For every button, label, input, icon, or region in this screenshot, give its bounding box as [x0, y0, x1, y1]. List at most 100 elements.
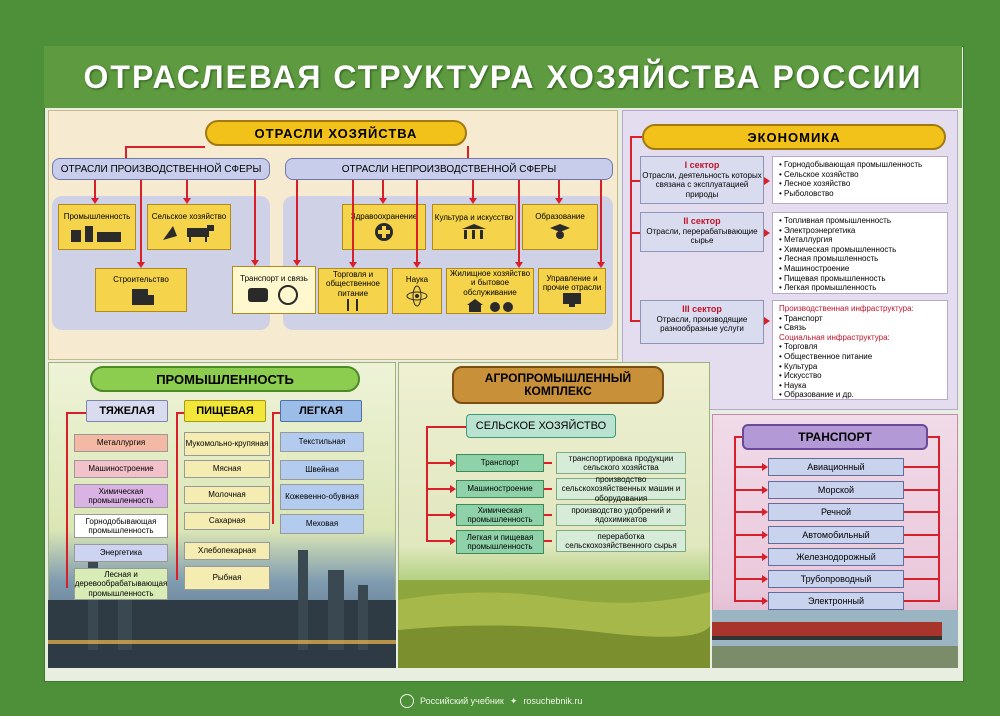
sector-2-item: • Топливная промышленность	[779, 216, 892, 225]
agro-header-text: АГРОПРОМЫШЛЕННЫЙ КОМПЛЕКС	[484, 370, 632, 398]
branch-construction: Строительство	[95, 268, 187, 312]
light-header: ЛЕГКАЯ	[280, 400, 362, 422]
sector-2-item: • Электроэнергетика	[779, 225, 856, 235]
graduate-icon	[550, 223, 570, 239]
food-item: Сахарная	[184, 512, 270, 530]
agro-row-left: Транспорт	[456, 454, 544, 472]
cutlery-icon	[347, 298, 358, 311]
sector-3-item: • Транспорт	[779, 313, 823, 323]
transport-item: Железнодорожный	[768, 548, 904, 566]
plus-icon	[375, 222, 393, 241]
food-item: Мясная	[184, 460, 270, 478]
branch-science: Наука	[392, 268, 442, 314]
theatre-icon	[462, 223, 486, 239]
transport-item: Автомобильный	[768, 526, 904, 544]
sector-1-item: • Рыболовство	[779, 188, 834, 198]
light-header-text: ЛЕГКАЯ	[299, 405, 343, 417]
wheat-field-image	[398, 580, 710, 668]
sector-3-name: III сектор	[682, 304, 722, 314]
food-item: Рыбная	[184, 566, 270, 590]
agro-row-left: Легкая и пищевая промышленность	[456, 530, 544, 554]
production-sphere-text: ОТРАСЛИ ПРОИЗВОДСТВЕННОЙ СФЕРЫ	[60, 163, 262, 175]
heavy-item: Металлургия	[74, 434, 168, 452]
sector-1-list: • Горнодобывающая промышленность • Сельс…	[772, 156, 948, 204]
publisher-logo-icon	[400, 694, 414, 708]
branch-management: Управление и прочие отрасли	[538, 268, 606, 314]
agro-row-right: переработка сельскохозяйственного сырья	[556, 530, 686, 552]
sector-3-heading: Производственная инфраструктура:	[779, 304, 914, 313]
sector-3: III сектор Отрасли, производящие разнооб…	[640, 300, 764, 344]
agro-header: АГРОПРОМЫШЛЕННЫЙ КОМПЛЕКС	[452, 366, 664, 404]
heavy-item: Машиностроение	[74, 460, 168, 478]
atom-icon	[406, 285, 428, 307]
branch-science-label: Наука	[405, 275, 429, 285]
sector-2-item: • Металлургия	[779, 235, 833, 245]
branch-education: Образование	[522, 204, 598, 250]
industry-header-text: ПРОМЫШЛЕННОСТЬ	[156, 371, 294, 387]
light-item: Текстильная	[280, 432, 364, 452]
branch-health: Здравоохранение	[342, 204, 426, 250]
agro-row-right: производство удобрений и ядохимикатов	[556, 504, 686, 526]
poster-title: ОТРАСЛЕВАЯ СТРУКТУРА ХОЗЯЙСТВА РОССИИ	[83, 58, 923, 95]
branch-health-label: Здравоохранение	[350, 212, 418, 222]
sector-2-item: • Пищевая промышленность	[779, 273, 886, 283]
branches-header-text: ОТРАСЛИ ХОЗЯЙСТВА	[254, 125, 418, 141]
heavy-item: Химическая промышленность	[74, 484, 168, 508]
economy-header: ЭКОНОМИКА	[642, 124, 946, 150]
heavy-header: ТЯЖЕЛАЯ	[86, 400, 168, 422]
factory-icon	[71, 225, 121, 242]
sector-3-item: • Культура	[779, 361, 818, 371]
branch-industry: Промышленность	[58, 204, 136, 250]
agro-row-right: транспортировка продукции сельского хозя…	[556, 452, 686, 474]
branch-agriculture: Сельское хозяйство	[147, 204, 231, 250]
sector-3-item: • Образование и др.	[779, 390, 854, 400]
production-sphere-header: ОТРАСЛИ ПРОИЗВОДСТВЕННОЙ СФЕРЫ	[52, 158, 270, 180]
transport-item: Авиационный	[768, 458, 904, 476]
heavy-item: Горнодобывающая промышленность	[74, 514, 168, 538]
sector-3-item: • Наука	[779, 380, 807, 390]
bird-icon: ✦	[509, 695, 518, 706]
sector-2-item: • Химическая промышленность	[779, 244, 897, 254]
refinery-image	[48, 550, 396, 668]
train-image	[712, 610, 958, 668]
heavy-item: Лесная и деревообрабатывающая промышленн…	[74, 568, 168, 600]
sector-1-desc: Отрасли, деятельность которых связана с …	[642, 170, 762, 199]
branch-trade: Торговля и общественное питание	[318, 268, 388, 314]
heavy-header-text: ТЯЖЕЛАЯ	[99, 405, 155, 417]
sector-2-name: II сектор	[683, 216, 721, 226]
economy-header-text: ЭКОНОМИКА	[747, 129, 841, 145]
transport-item: Электронный	[768, 592, 904, 610]
sector-2-list: • Топливная промышленность • Электроэнер…	[772, 212, 948, 294]
food-item: Хлебопекарная	[184, 542, 270, 560]
sector-1-item: • Сельское хозяйство	[779, 169, 859, 179]
sector-3-list: Производственная инфраструктура: • Транс…	[772, 300, 948, 400]
poster-title-banner: ОТРАСЛЕВАЯ СТРУКТУРА ХОЗЯЙСТВА РОССИИ	[44, 46, 962, 108]
transport-header-text: ТРАНСПОРТ	[798, 430, 872, 444]
food-header: ПИЩЕВАЯ	[184, 400, 266, 422]
heavy-item: Энергетика	[74, 544, 168, 562]
agriculture-sub-text: СЕЛЬСКОЕ ХОЗЯЙСТВО	[475, 420, 607, 432]
transport-item: Речной	[768, 503, 904, 521]
agriculture-sub-header: СЕЛЬСКОЕ ХОЗЯЙСТВО	[466, 414, 616, 438]
food-item: Мукомольно-крупяная	[184, 432, 270, 456]
industry-header: ПРОМЫШЛЕННОСТЬ	[90, 366, 360, 392]
sector-3-item: • Связь	[779, 323, 807, 333]
branches-header: ОТРАСЛИ ХОЗЯЙСТВА	[205, 120, 467, 146]
sector-3-item: • Искусство	[779, 371, 822, 381]
transport-item: Трубопроводный	[768, 570, 904, 588]
branch-transport-label: Транспорт и связь	[240, 274, 308, 284]
food-header-text: ПИЩЕВАЯ	[196, 405, 254, 417]
agro-row-left: Машиностроение	[456, 480, 544, 498]
nonproduction-sphere-header: ОТРАСЛИ НЕПРОИЗВОДСТВЕННОЙ СФЕРЫ	[285, 158, 613, 180]
sector-3-item: • Торговля	[779, 342, 818, 352]
sector-1: I сектор Отрасли, деятельность которых с…	[640, 156, 764, 204]
sector-2-desc: Отрасли, перерабатывающие сырье	[646, 226, 758, 246]
branch-management-label: Управление и прочие отрасли	[542, 273, 602, 292]
building-icon	[132, 288, 154, 305]
branch-construction-label: Строительство	[113, 275, 169, 285]
site-link[interactable]: rosuchebnik.ru	[523, 696, 583, 706]
sector-3-heading: Социальная инфраструктура:	[779, 332, 890, 342]
bus-phone-icon	[248, 284, 298, 305]
sector-2-item: • Машиностроение	[779, 263, 850, 273]
agro-row-left: Химическая промышленность	[456, 504, 544, 526]
